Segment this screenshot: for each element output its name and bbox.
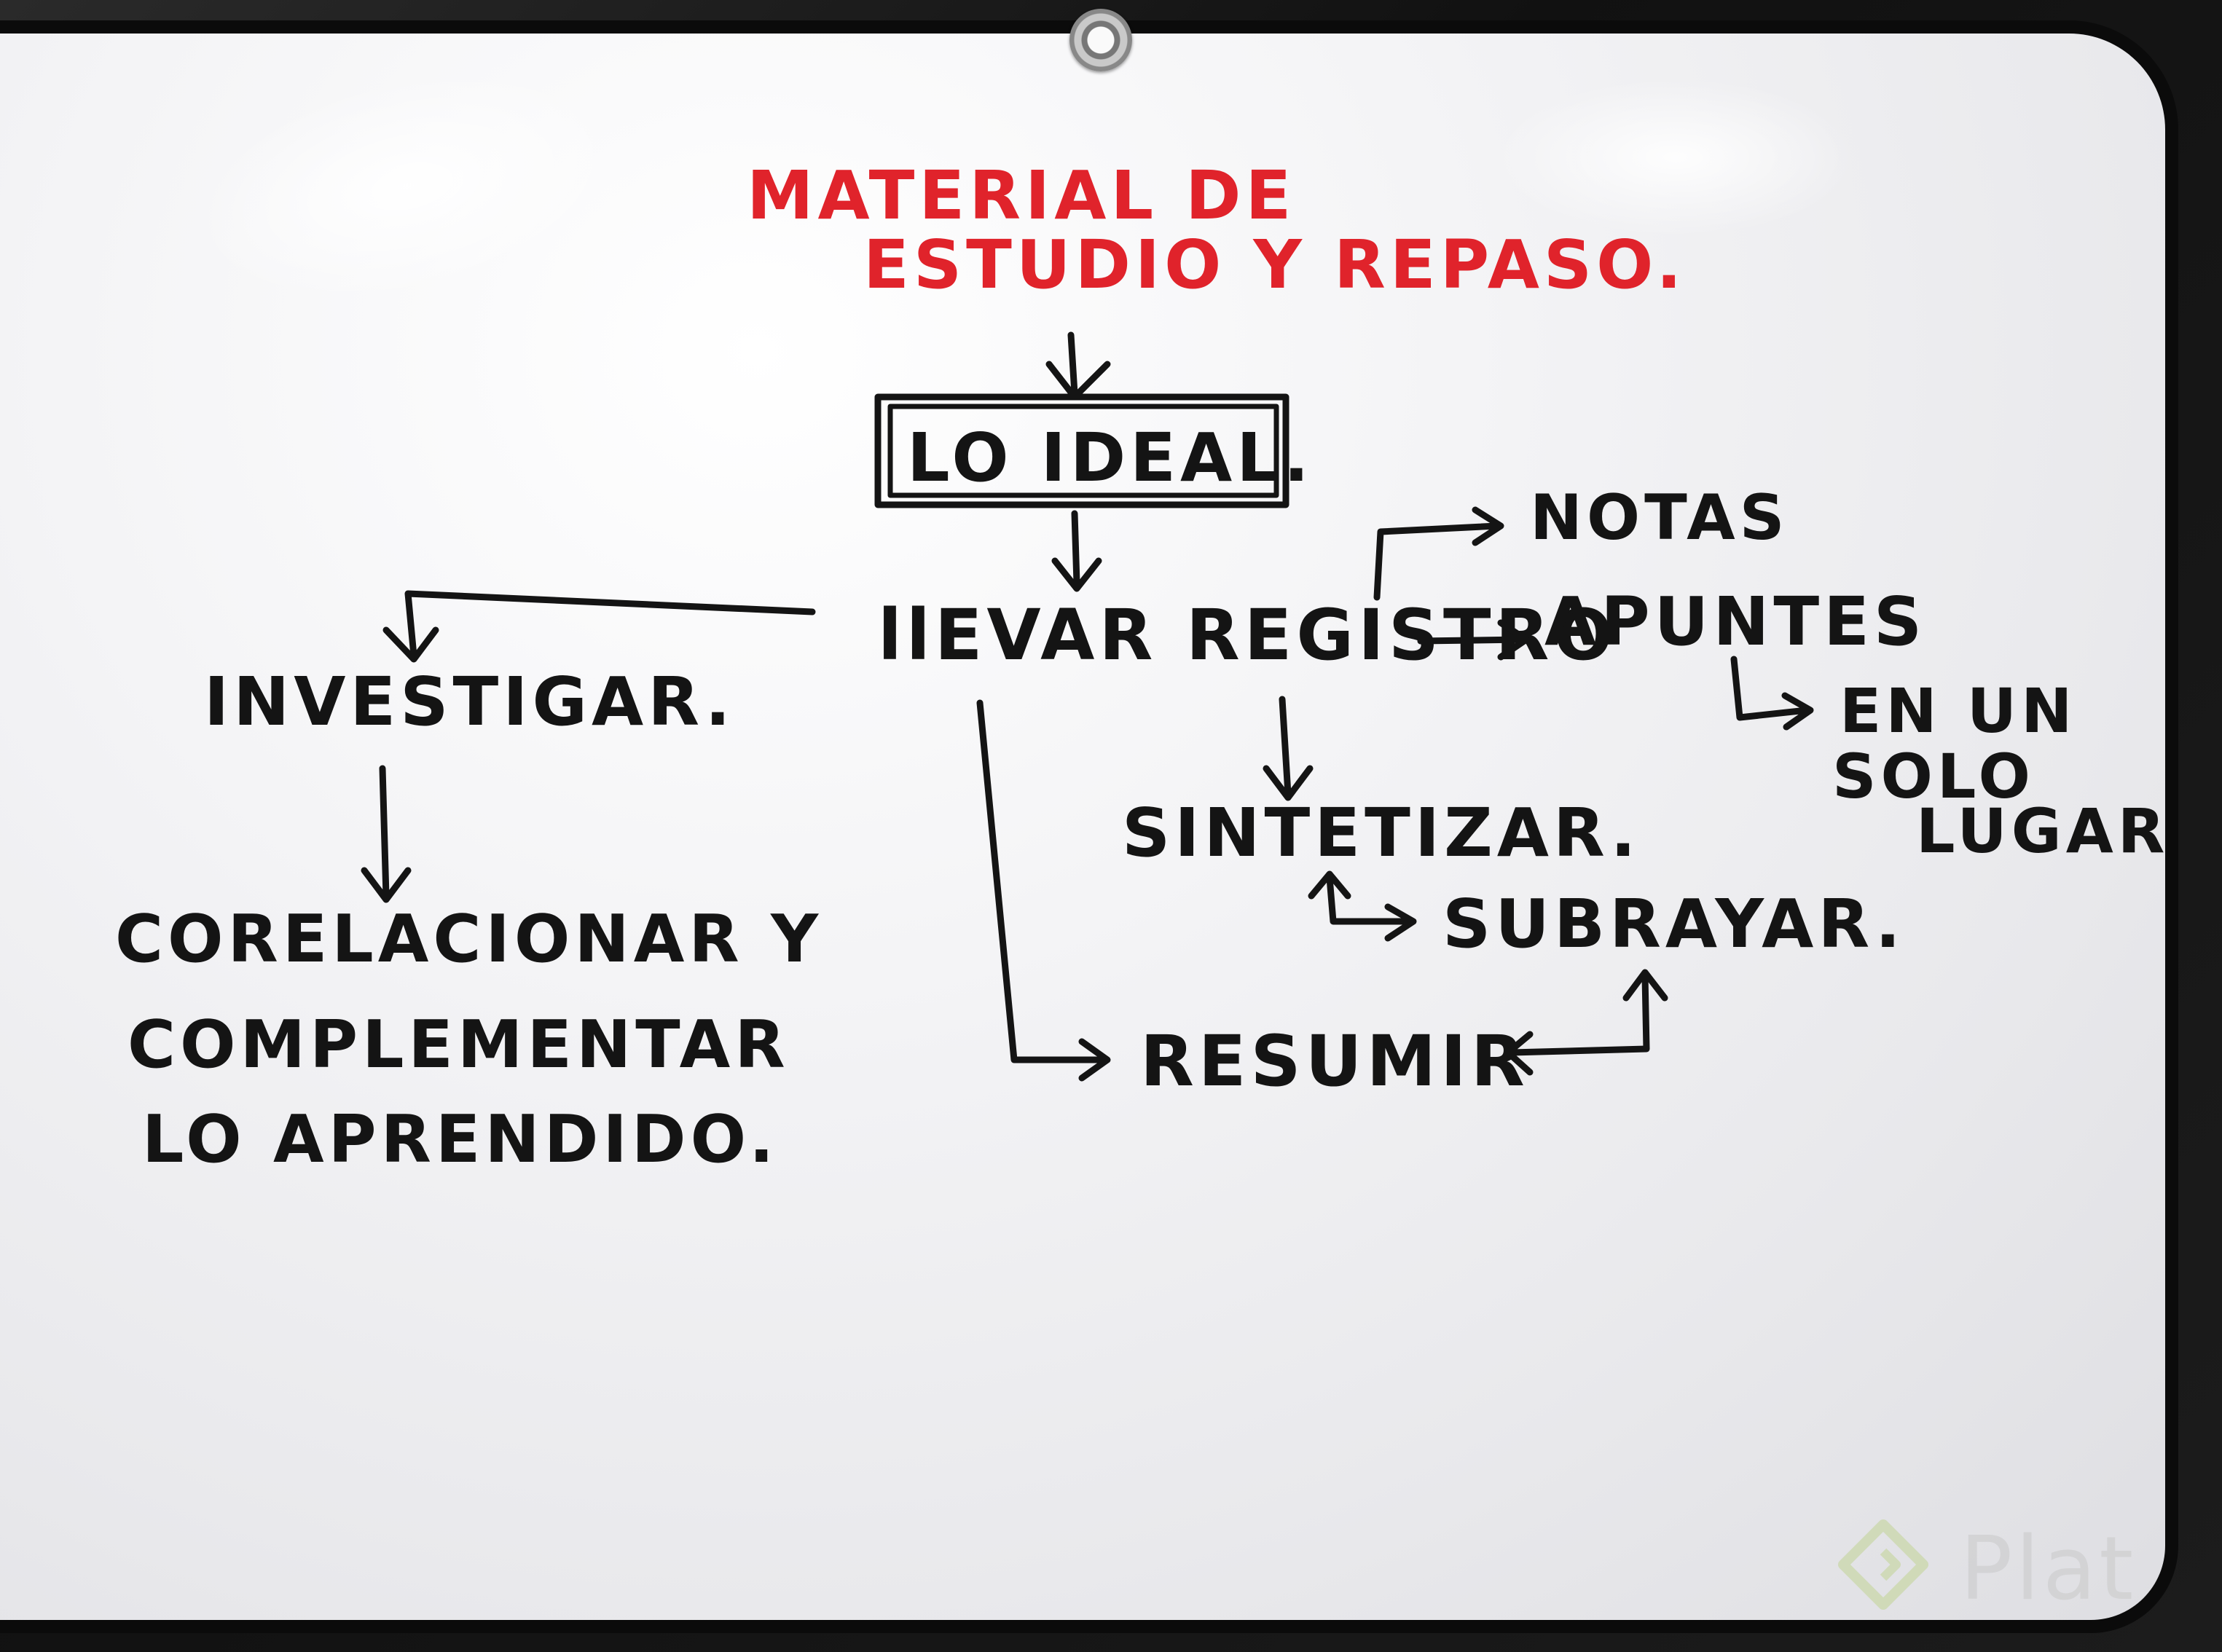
arrow-registro-to-apuntes <box>1417 619 1530 661</box>
node-notas: NOTAS <box>1530 481 1789 554</box>
node-corelacionar-line-1: CORELACIONAR Y <box>115 901 823 978</box>
arrow-investigar-to-corelacionar <box>361 765 412 903</box>
node-apuntes: APUNTES <box>1544 583 1926 661</box>
light-glare-right <box>1493 77 1858 237</box>
node-subrayar: SUBRAYAR. <box>1442 885 1905 963</box>
arrow-apuntes-to-lugar <box>1730 656 1814 731</box>
node-llevar-registro: llEVAR REGISTRO <box>878 594 1617 676</box>
arrow-registro-to-investigar <box>382 590 816 663</box>
arrow-ideal-to-registro <box>1051 510 1102 592</box>
arrow-registro-to-resumir <box>976 699 1111 1082</box>
platzi-logo-icon <box>1838 1519 1928 1610</box>
arrow-title-to-ideal <box>1045 331 1111 401</box>
title-line-2: ESTUDIO Y REPASO. <box>863 226 1686 304</box>
arrow-sintetizar-subrayar <box>1308 870 1417 942</box>
title-line-1: MATERIAL DE <box>747 157 1295 235</box>
node-en-un: EN UN <box>1840 675 2076 747</box>
node-resumir: RESUMIR <box>1140 1020 1529 1102</box>
node-solo: SOLO <box>1832 741 2035 812</box>
lo-ideal-box <box>874 393 1289 508</box>
lo-ideal-box-inner <box>887 404 1279 498</box>
node-corelacionar-line-3: LO APRENDIDO. <box>142 1101 778 1178</box>
whiteboard <box>0 20 2178 1633</box>
hanging-grommet <box>1069 9 1132 71</box>
node-sintetizar: SINTETIZAR. <box>1122 794 1640 872</box>
node-lugar: LUGAR <box>1916 795 2169 867</box>
node-investigar: INVESTIGAR. <box>204 663 735 741</box>
watermark-text: Plat <box>1960 1519 2137 1620</box>
arrow-resumir-subrayar <box>1504 969 1668 1076</box>
node-corelacionar-line-2: COMPLEMENTAR <box>127 1007 790 1083</box>
arrow-registro-to-notas <box>1373 506 1504 601</box>
node-lo-ideal: LO IDEAL. <box>907 419 1314 497</box>
arrow-registro-to-sintetizar <box>1263 696 1314 801</box>
